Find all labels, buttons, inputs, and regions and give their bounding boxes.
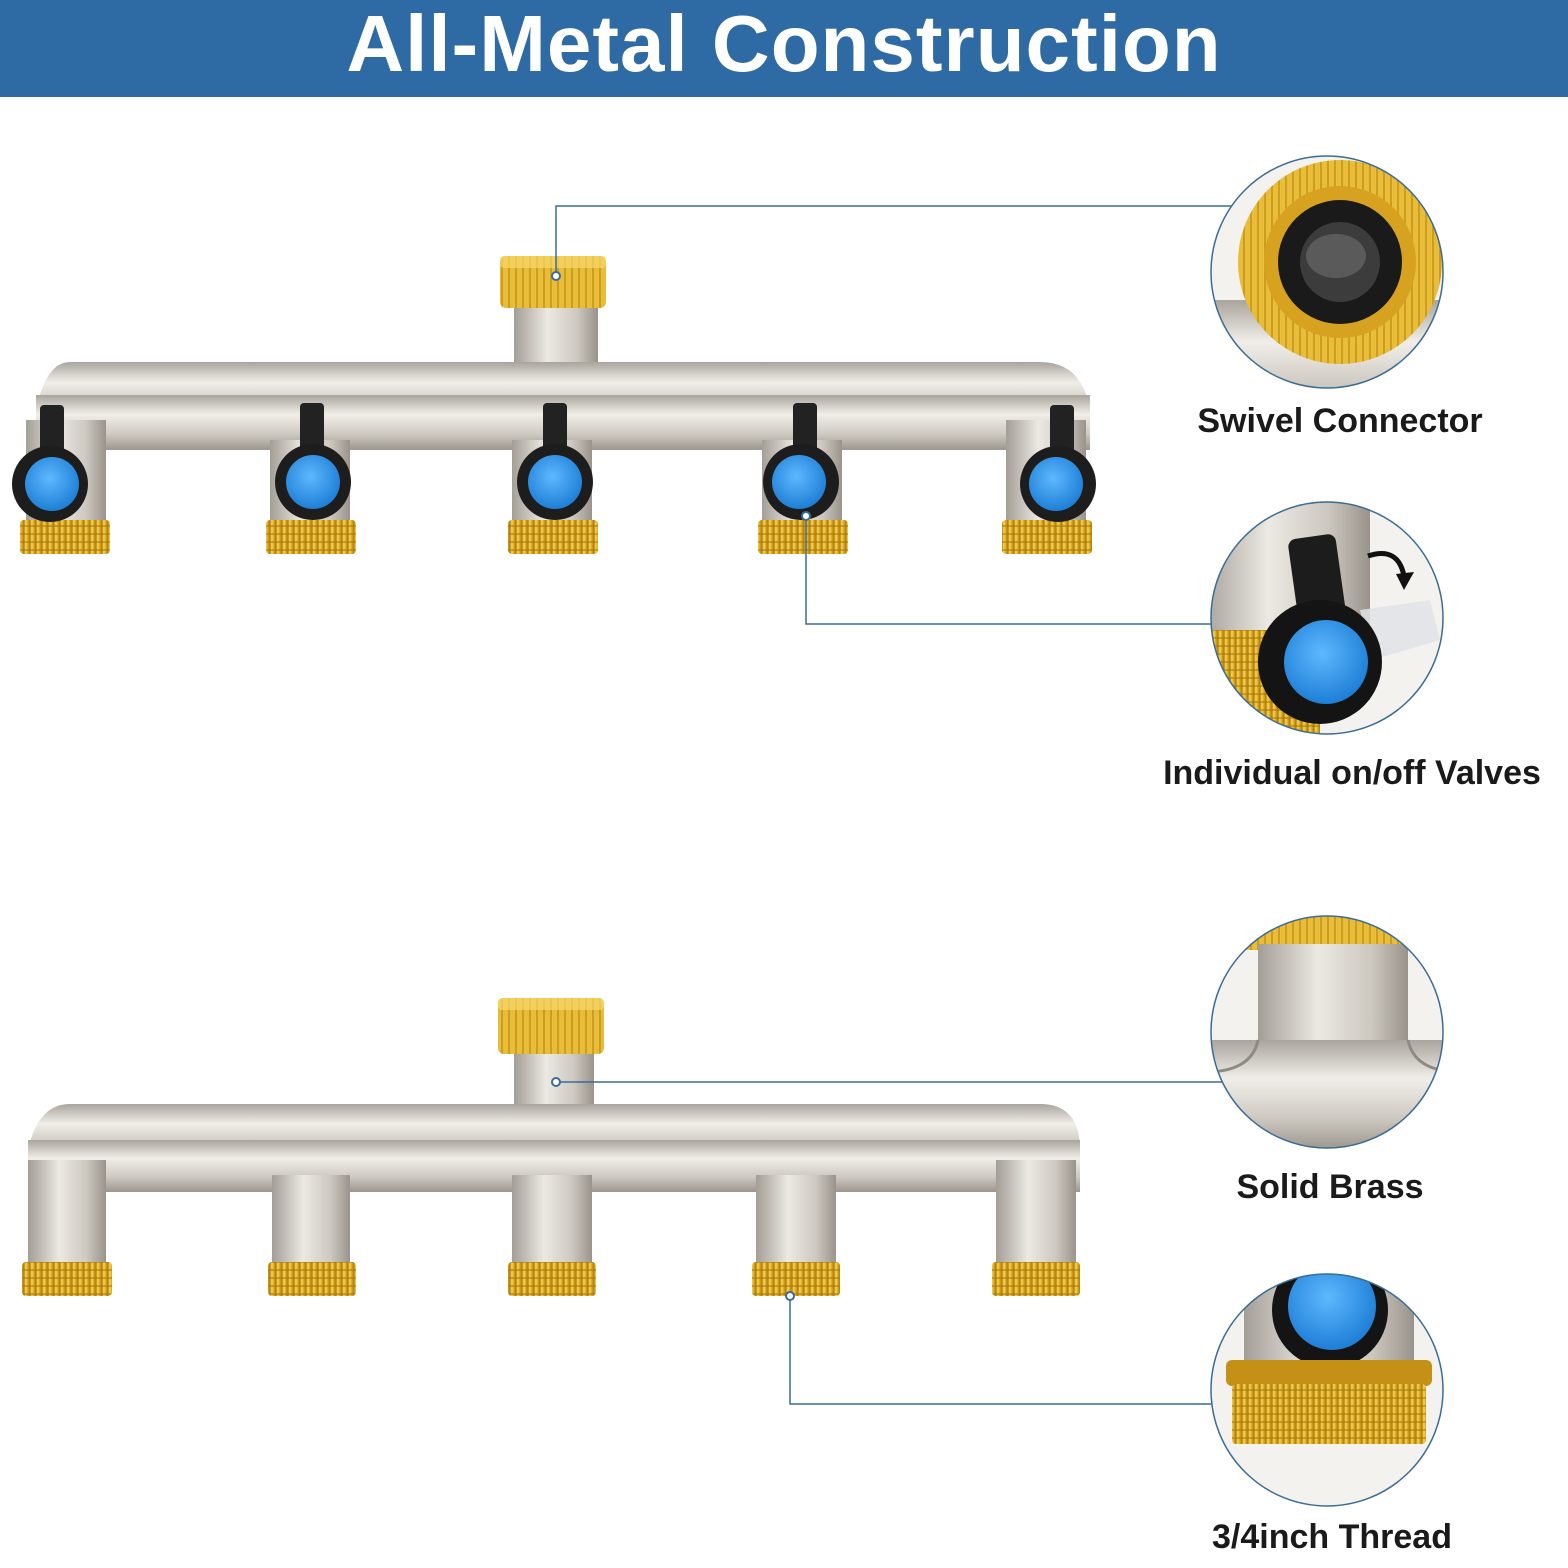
swivel-nut bbox=[498, 998, 604, 1054]
brass-male-thread-closeup-icon bbox=[1210, 1273, 1444, 1507]
header-banner bbox=[0, 0, 1568, 97]
callout-lines bbox=[555, 205, 1232, 1405]
manifold-with-valves bbox=[12, 256, 1096, 554]
callout-dots bbox=[551, 271, 811, 1301]
thread-outlets bbox=[22, 1262, 1080, 1296]
thread-outlets bbox=[20, 520, 1092, 554]
feature-label-swivel-connector: Swivel Connector bbox=[1197, 402, 1483, 440]
feature-label-solid-brass: Solid Brass bbox=[1236, 1168, 1424, 1206]
page-title: All-Metal Construction bbox=[346, 0, 1222, 88]
manifold-body-only bbox=[22, 998, 1080, 1296]
swivel-nut bbox=[500, 256, 606, 308]
brass-swivel-nut-closeup-icon bbox=[1210, 155, 1444, 389]
feature-label-thread: 3/4inch Thread bbox=[1212, 1518, 1452, 1556]
feature-label-valves: Individual on/off Valves bbox=[1163, 754, 1541, 792]
valve-handles bbox=[12, 403, 1096, 522]
nickel-plated-brass-tee-closeup-icon bbox=[1210, 915, 1444, 1149]
valve-lever-with-rotate-arrow-icon bbox=[1210, 501, 1444, 735]
